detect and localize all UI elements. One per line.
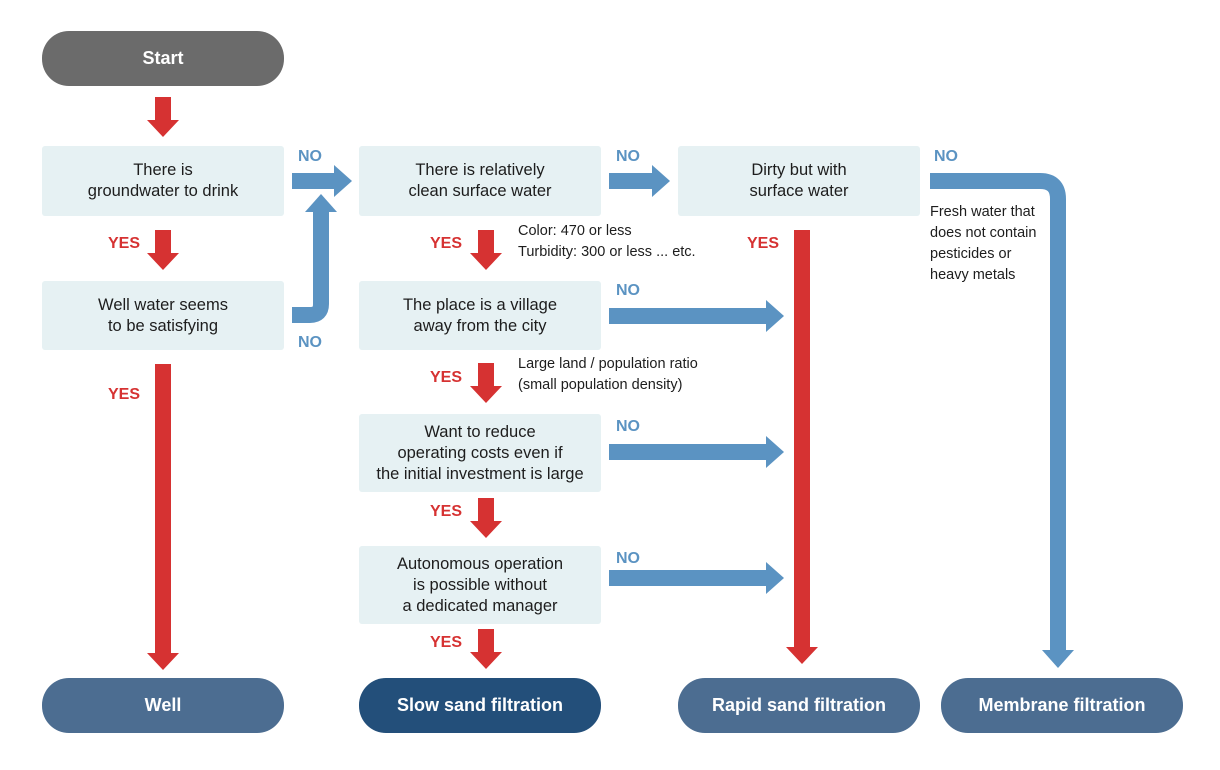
question-reduce-costs: Want to reduce operating costs even if t…	[359, 414, 601, 492]
outcome-well: Well	[42, 678, 284, 733]
no-arrow-village	[609, 300, 784, 332]
question-autonomous: Autonomous operation is possible without…	[359, 546, 601, 624]
yes-arrow-groundwater	[147, 230, 179, 270]
no-label-well-water: NO	[298, 334, 322, 351]
yes-arrow-dirty-surface	[786, 230, 818, 664]
yes-arrow-clean-surface	[470, 230, 502, 270]
outcome-rapid-sand-label: Rapid sand filtration	[711, 695, 886, 715]
yes-label-clean-surface: YES	[430, 235, 463, 252]
question-autonomous-text: Autonomous operation is possible without…	[396, 554, 564, 615]
no-label-clean-surface: NO	[616, 148, 640, 165]
yes-arrow-village	[470, 363, 502, 403]
no-label-reduce-costs: NO	[616, 418, 640, 435]
yes-arrow-well	[147, 364, 179, 670]
question-dirty-surface: Dirty but with surface water	[678, 146, 920, 216]
yes-label-reduce-costs: YES	[430, 503, 463, 520]
yes-arrow-reduce-costs	[470, 498, 502, 538]
question-groundwater-text: There is groundwater to drink	[87, 161, 239, 200]
yes-label-groundwater: YES	[108, 235, 141, 252]
outcome-well-label: Well	[144, 695, 182, 715]
yes-label-dirty-surface: YES	[747, 235, 780, 252]
outcome-membrane: Membrane filtration	[941, 678, 1183, 733]
start-label: Start	[142, 48, 184, 68]
question-groundwater: There is groundwater to drink	[42, 146, 284, 216]
question-well-water: Well water seems to be satisfying	[42, 281, 284, 350]
no-label-groundwater: NO	[298, 148, 322, 165]
no-arrow-autonomous	[609, 562, 784, 594]
no-arrow-well-water-line	[292, 210, 329, 323]
yes-arrow-autonomous	[470, 629, 502, 669]
start-node: Start	[42, 31, 284, 86]
outcome-slow-sand: Slow sand filtration	[359, 678, 601, 733]
question-dirty-surface-text: Dirty but with surface water	[749, 161, 849, 200]
question-village: The place is a village away from the cit…	[359, 281, 601, 350]
question-clean-surface-text: There is relatively clean surface water	[408, 161, 552, 200]
yes-label-autonomous: YES	[430, 634, 463, 651]
no-arrow-dirty-surface-line	[930, 173, 1066, 652]
note-density: Large land / population ratio (small pop…	[518, 356, 698, 393]
no-label-autonomous: NO	[616, 550, 640, 567]
no-label-village: NO	[616, 282, 640, 299]
question-village-text: The place is a village away from the cit…	[402, 295, 558, 335]
yes-arrow-start	[147, 97, 179, 137]
outcome-slow-sand-label: Slow sand filtration	[396, 695, 563, 715]
question-well-water-text: Well water seems to be satisfying	[98, 295, 228, 335]
question-clean-surface: There is relatively clean surface water	[359, 146, 601, 216]
no-arrow-reduce-costs	[609, 436, 784, 468]
note-clean-criteria: Color: 470 or less Turbidity: 300 or les…	[518, 223, 696, 260]
no-arrow-groundwater	[292, 165, 352, 197]
note-membrane-condition: Fresh water that does not contain pestic…	[930, 204, 1037, 283]
no-arrow-well-water-head	[305, 194, 337, 212]
no-arrow-clean-surface	[609, 165, 670, 197]
outcome-rapid-sand: Rapid sand filtration	[678, 678, 920, 733]
yes-label-village: YES	[430, 369, 463, 386]
no-label-dirty-surface: NO	[934, 148, 958, 165]
no-arrow-dirty-surface-head	[1042, 650, 1074, 668]
question-reduce-costs-text: Want to reduce operating costs even if t…	[376, 422, 584, 483]
outcome-membrane-label: Membrane filtration	[978, 695, 1146, 715]
yes-label-well-water: YES	[108, 386, 141, 403]
